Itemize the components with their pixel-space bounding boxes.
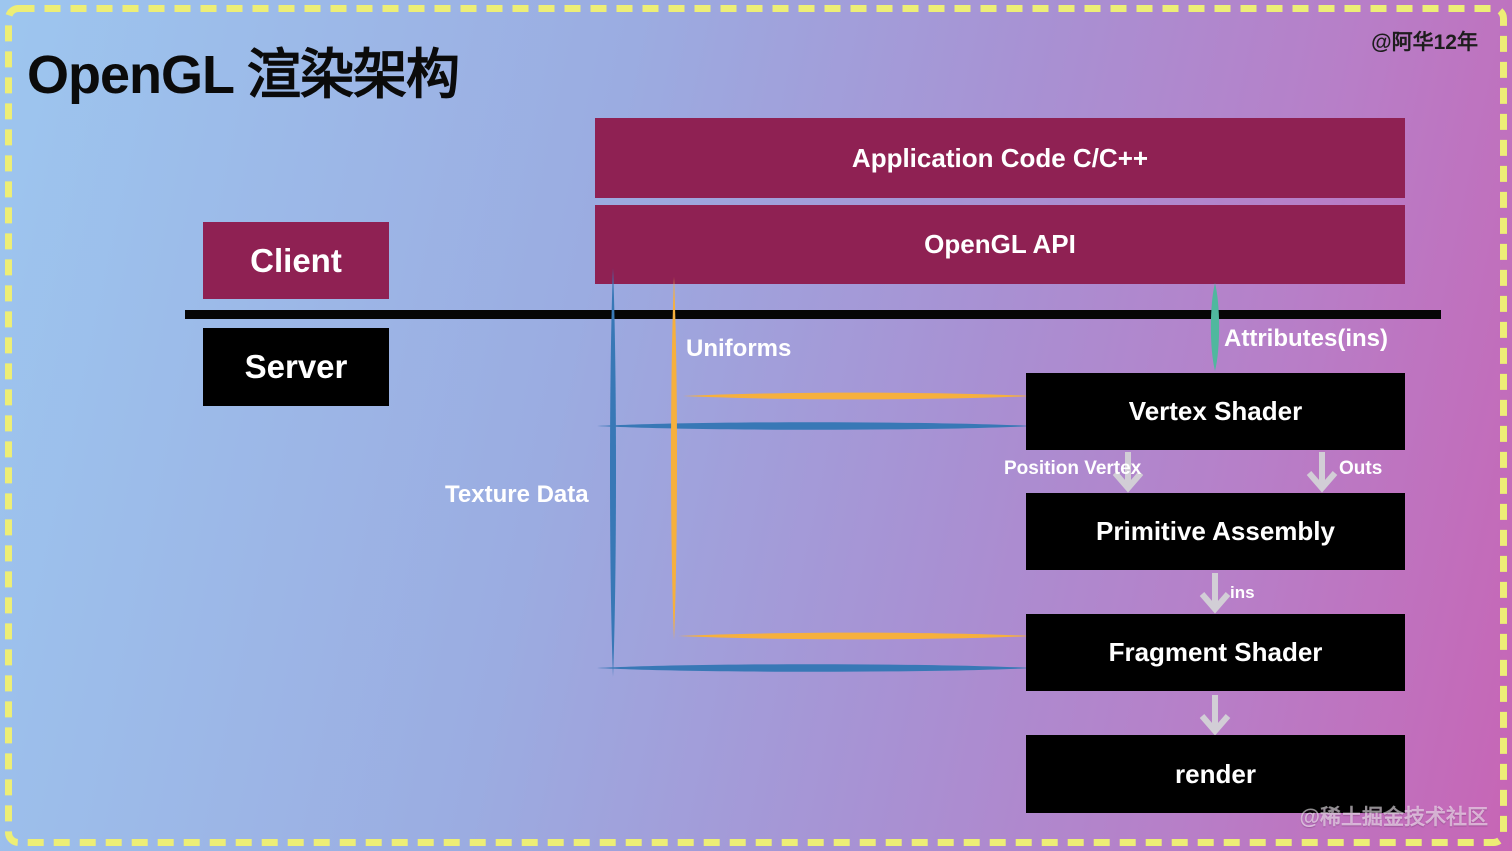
label-attributes-ins: Attributes(ins) [1224,325,1388,352]
box-client: Client [203,222,389,299]
arrow-outs [1306,452,1338,493]
box-primitive-assembly: Primitive Assembly [1026,493,1405,570]
uniforms-vertical-line [671,277,677,640]
arrow-ins [1199,573,1231,614]
uniforms-line-to-vertex-shader [683,392,1033,400]
texture-data-line-to-fragment-shader [597,664,1033,672]
texture-data-vertical-line [610,268,616,677]
label-texture-data: Texture Data [445,481,589,508]
page-title: OpenGL 渲染架构 [27,45,460,105]
box-fragment-shader: Fragment Shader [1026,614,1405,691]
box-server: Server [203,328,389,406]
box-application-code: Application Code C/C++ [595,118,1405,198]
texture-data-line-to-vertex-shader [597,422,1033,430]
label-uniforms: Uniforms [686,335,792,362]
box-vertex-shader: Vertex Shader [1026,373,1405,450]
watermark-juejin: @稀土掘金技术社区 [1299,806,1488,829]
arrow-to-render [1199,695,1231,736]
attributes-line [1210,283,1220,371]
box-opengl-api: OpenGL API [595,205,1405,284]
author-credit: @阿华12年 [1371,31,1478,54]
label-ins: ins [1230,583,1255,602]
client-server-divider-line [185,310,1441,319]
label-position-vertex: Position Vertex [1004,458,1142,479]
label-outs: Outs [1339,458,1383,479]
uniforms-line-to-fragment-shader [678,632,1033,640]
